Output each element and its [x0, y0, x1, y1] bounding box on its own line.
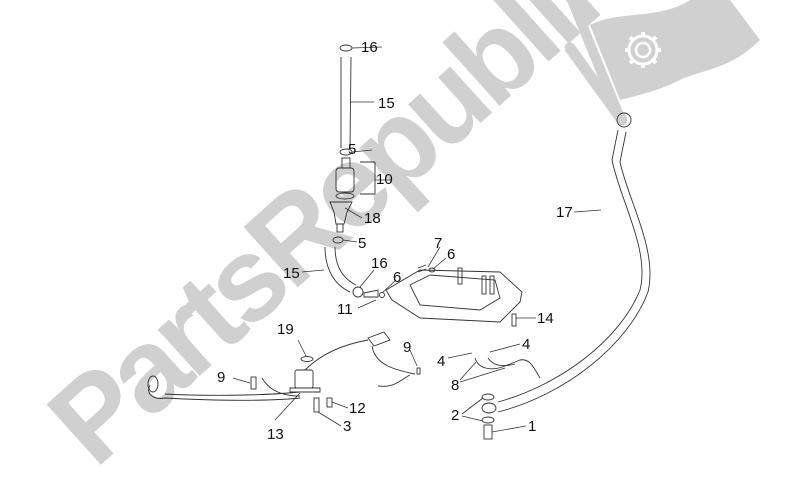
- callout-6: 6: [447, 246, 456, 263]
- callout-16: 16: [371, 255, 388, 272]
- wiring-harness-13: [148, 384, 301, 401]
- banjo-fitting: [481, 402, 497, 414]
- callout-5: 5: [348, 141, 357, 158]
- callout-6: 6: [393, 269, 402, 286]
- callout-4: 4: [522, 336, 531, 353]
- gear-flag-icon: [564, 0, 760, 126]
- washer-2-bottom: [481, 416, 495, 424]
- pipe-8b: [487, 357, 516, 367]
- callout-1: 1: [528, 418, 537, 435]
- callout-12: 12: [349, 400, 366, 417]
- banjo-top: [616, 112, 632, 128]
- valve-10: [335, 167, 355, 193]
- sleeve-12: [326, 397, 333, 408]
- callout-9: 9: [217, 369, 226, 386]
- hose-15-upper: [340, 56, 352, 149]
- callout-14: 14: [537, 310, 554, 327]
- hose-15-lower: [324, 246, 357, 293]
- callout-15: 15: [378, 95, 395, 112]
- callout-17: 17: [556, 204, 573, 221]
- screw-3: [313, 397, 320, 413]
- oring-19: [300, 356, 314, 362]
- callout-4: 4: [437, 353, 446, 370]
- screw-9-right: [416, 367, 421, 375]
- bolt-1: [483, 424, 493, 440]
- screw-9-left: [250, 376, 257, 390]
- pipe-8a: [474, 357, 541, 379]
- callout-9: 9: [403, 339, 412, 356]
- callout-7: 7: [434, 235, 443, 252]
- callout-18: 18: [364, 210, 381, 227]
- watermark: PartsRepublik: [24, 0, 760, 489]
- cover-plate: [385, 269, 523, 323]
- callout-19: 19: [277, 321, 294, 338]
- callout-5: 5: [358, 235, 367, 252]
- sensor-plug: [367, 331, 391, 347]
- leader-lines: [232, 46, 602, 433]
- parts: [147, 44, 651, 440]
- clamp-16-bottom: [352, 286, 364, 298]
- hose-17: [497, 129, 643, 403]
- callout-11: 11: [337, 301, 353, 318]
- callout-10: 10: [376, 171, 393, 188]
- callout-13: 13: [267, 426, 284, 443]
- watermark-text: PartsRepublik: [24, 0, 649, 489]
- callout-2: 2: [451, 407, 460, 424]
- washer-2-top: [481, 393, 495, 401]
- fitting-18: [329, 201, 353, 225]
- callout-15: 15: [283, 265, 300, 282]
- clamp-16-top: [339, 44, 353, 52]
- callout-16: 16: [361, 39, 378, 56]
- callout-3: 3: [343, 418, 352, 435]
- switch-body: [294, 369, 314, 389]
- callout-8: 8: [451, 377, 460, 394]
- fitting-11: [363, 289, 379, 298]
